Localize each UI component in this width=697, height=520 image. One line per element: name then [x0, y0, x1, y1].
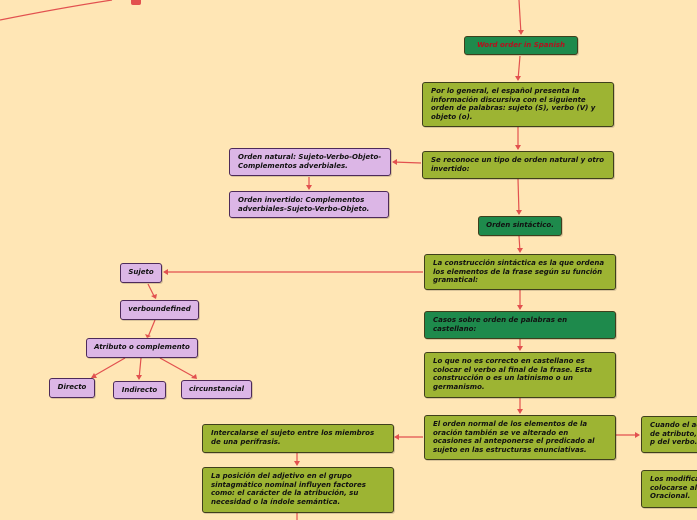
attribute-node[interactable]: Atributo o complemento: [86, 338, 198, 358]
arrowhead: [518, 30, 524, 35]
adjective-position-text: La posición del adjetivo en el grupo sin…: [211, 472, 366, 506]
verb-node[interactable]: verboundefined: [120, 300, 199, 320]
verb-text: verboundefined: [128, 305, 191, 313]
indirect-node[interactable]: Indirecto: [113, 381, 166, 399]
offscreen-node-edge: [131, 0, 141, 5]
connector: [159, 357, 197, 379]
circumstantial-text: circunstancial: [188, 385, 244, 393]
arrowhead: [306, 185, 312, 190]
incorrect-node-text: Lo que no es correcto en castellano es c…: [433, 357, 593, 391]
arrowhead: [163, 269, 168, 275]
subject-node[interactable]: Sujeto: [120, 263, 162, 283]
attribute-text: Atributo o complemento: [94, 343, 190, 351]
arrowhead: [392, 159, 397, 165]
normal-order-text: El orden normal de los elementos de la o…: [433, 420, 595, 454]
circumstantial-node[interactable]: circunstancial: [181, 380, 252, 399]
arrowhead: [151, 294, 157, 299]
natural-order-node[interactable]: Orden natural: Sujeto-Verbo-Objeto-Compl…: [229, 148, 391, 176]
direct-node[interactable]: Directo: [49, 378, 95, 398]
arrowhead: [517, 346, 523, 351]
adverbial-modifiers-text: Los modifica colocarse al Oracional.: [650, 475, 697, 500]
connector: [91, 357, 126, 378]
intercalate-text: Intercalarse el sujeto entre los miembro…: [211, 429, 375, 446]
connector: [517, 178, 520, 215]
inverted-order-node[interactable]: Orden invertido: Complementos adverbiale…: [229, 191, 389, 218]
construction-node-text: La construcción sintáctica es la que ord…: [433, 259, 605, 284]
subject-text: Sujeto: [128, 268, 154, 276]
recognize-node[interactable]: Se reconoce un tipo de orden natural y o…: [422, 151, 614, 179]
arrowhead: [516, 210, 522, 215]
adjective-position-node[interactable]: La posición del adjetivo en el grupo sin…: [202, 467, 394, 513]
indirect-text: Indirecto: [121, 386, 158, 394]
arrowhead: [515, 145, 521, 150]
arrowhead: [191, 374, 197, 379]
cases-node-text: Casos sobre orden de palabras en castell…: [433, 316, 568, 333]
title-node[interactable]: Word order in Spanish: [464, 36, 578, 55]
cases-node[interactable]: Casos sobre orden de palabras en castell…: [424, 311, 616, 339]
construction-node[interactable]: La construcción sintáctica es la que ord…: [424, 254, 616, 290]
direct-text: Directo: [57, 383, 87, 391]
adjective-attribute-node[interactable]: Cuando el ad de atributo, p del verbo.: [641, 416, 697, 453]
inverted-order-text: Orden invertido: Complementos adverbiale…: [238, 196, 370, 213]
connector: [518, 0, 522, 35]
syntactic-order-text: Orden sintáctico.: [486, 221, 554, 229]
connector: [147, 319, 156, 338]
connector: [0, 0, 113, 21]
arrowhead: [294, 461, 300, 466]
syntactic-order-node[interactable]: Orden sintáctico.: [478, 216, 562, 236]
arrowhead: [145, 334, 151, 338]
arrowhead: [136, 375, 142, 380]
arrowhead: [517, 409, 523, 414]
natural-order-text: Orden natural: Sujeto-Verbo-Objeto-Compl…: [238, 153, 382, 170]
arrowhead: [91, 373, 97, 378]
adverbial-modifiers-node[interactable]: Los modifica colocarse al Oracional.: [641, 470, 697, 508]
intercalate-node[interactable]: Intercalarse el sujeto entre los miembro…: [202, 424, 394, 453]
incorrect-node[interactable]: Lo que no es correcto en castellano es c…: [424, 352, 616, 398]
arrowhead: [517, 305, 523, 310]
connector: [392, 161, 422, 164]
arrowhead: [517, 248, 523, 253]
title-node-text: Word order in Spanish: [476, 41, 566, 49]
normal-order-node[interactable]: El orden normal de los elementos de la o…: [424, 415, 616, 460]
intro-node[interactable]: Por lo general, el español presenta la i…: [422, 82, 614, 127]
adjective-attribute-text: Cuando el ad de atributo, p del verbo.: [650, 421, 697, 446]
arrowhead: [394, 434, 399, 440]
arrowhead: [515, 76, 521, 81]
recognize-node-text: Se reconoce un tipo de orden natural y o…: [431, 156, 605, 173]
arrowhead: [635, 432, 640, 438]
intro-node-text: Por lo general, el español presenta la i…: [431, 87, 596, 121]
